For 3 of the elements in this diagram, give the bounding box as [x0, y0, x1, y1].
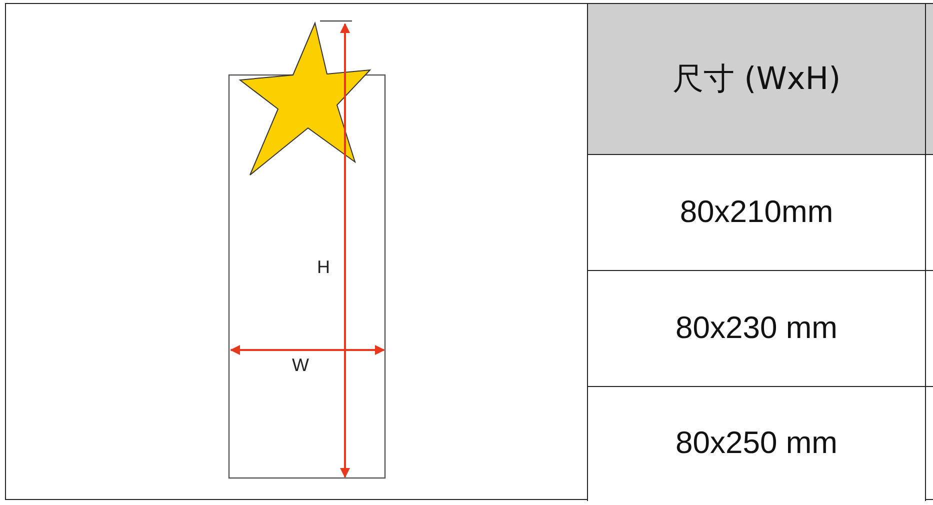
dimension-label: W — [292, 355, 309, 376]
dimension-label: H — [317, 257, 330, 278]
header-cell: 尺寸 (WxH) — [588, 4, 925, 154]
